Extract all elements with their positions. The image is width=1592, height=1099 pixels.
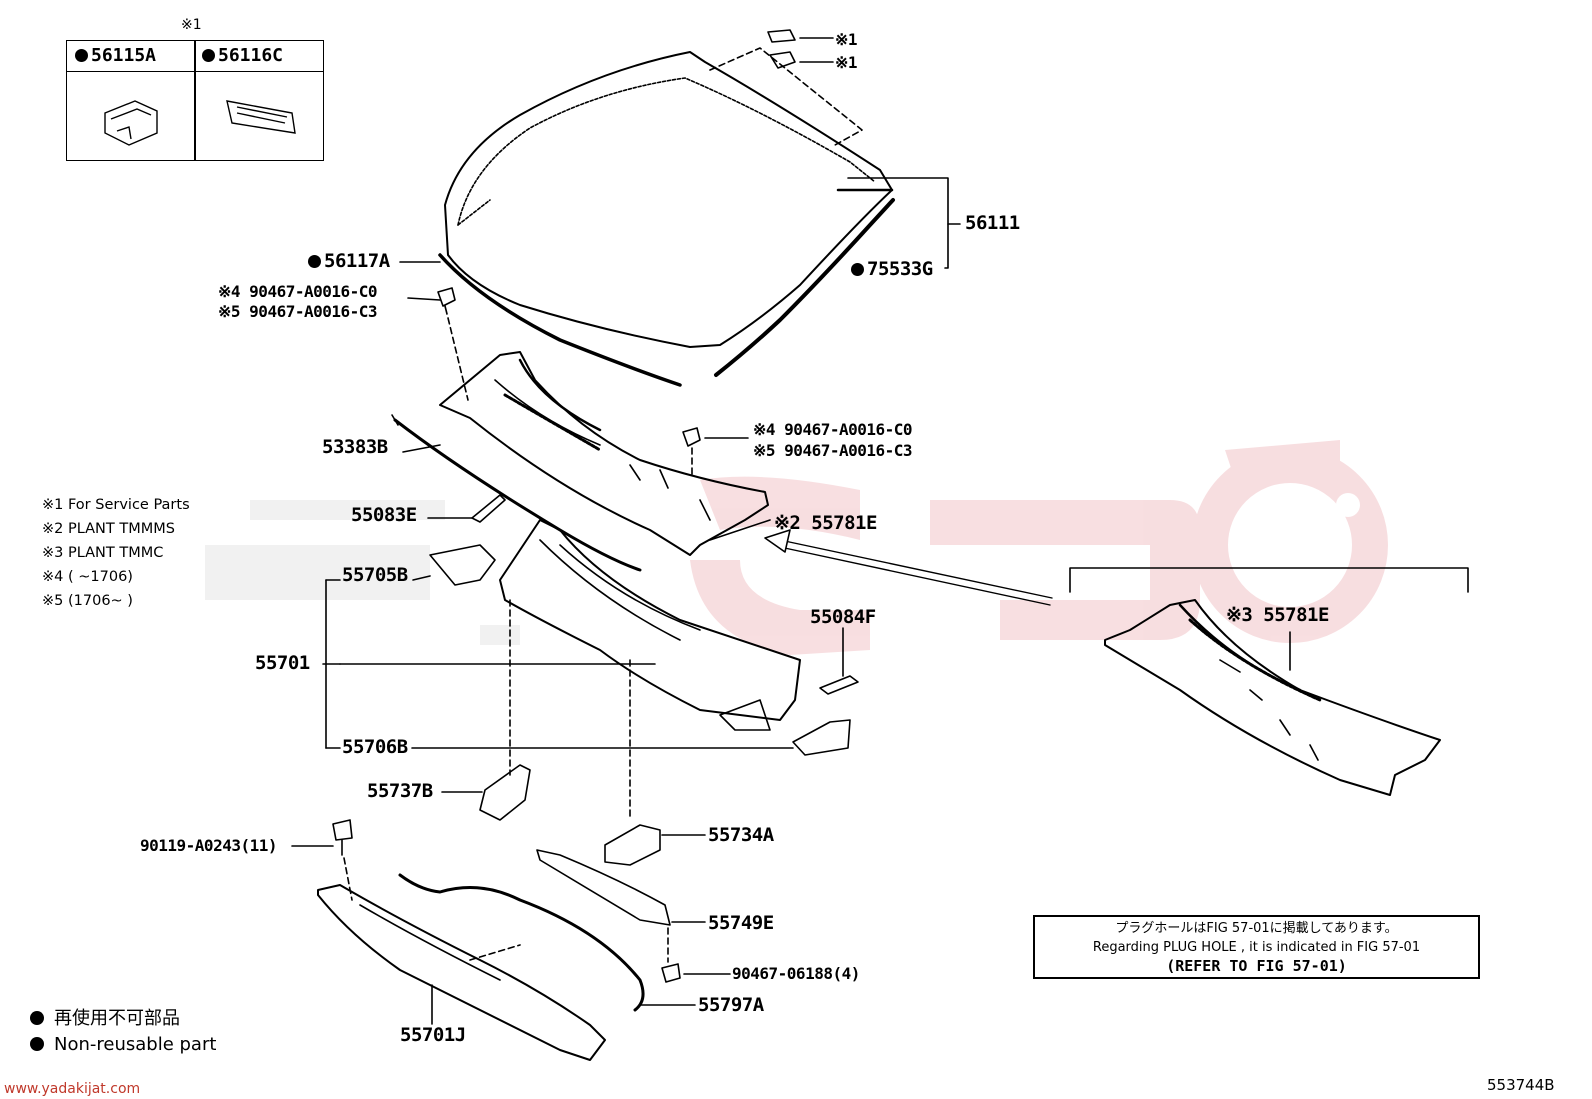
clip-a-mark: ※1 [835, 30, 858, 49]
non-reusable-dot-icon [308, 255, 321, 268]
clip-56116c-drawing [226, 100, 296, 134]
label-55701: 55701 [255, 652, 310, 674]
inset-col1-label: 56115A [91, 45, 157, 66]
label-55797a: 55797A [698, 994, 764, 1016]
inset-col2-label: 56116C [218, 45, 284, 66]
label-55083e: 55083E [351, 504, 417, 526]
figure-code: 553744B [1487, 1076, 1555, 1094]
non-reusable-dot-icon [75, 49, 88, 62]
reference-jp: プラグホールはFIG 57-01に掲載してあります。 [1115, 921, 1398, 936]
label-55734a: 55734A [708, 824, 774, 846]
label-55749e: 55749E [708, 912, 774, 934]
label-56117a-text: 56117A [324, 250, 390, 272]
note-4: ※4 ( ~1706) [42, 569, 133, 585]
label-53383b: 53383B [322, 436, 388, 458]
clip-90467-left [407, 287, 469, 401]
label-75533g: 75533G [851, 260, 933, 279]
reference-figure: (REFER TO FIG 57-01) [1166, 957, 1347, 975]
label-55706b: 55706B [342, 736, 408, 758]
clip-b-mark: ※1 [835, 53, 858, 72]
label-90467-c0-right: ※4 90467-A0016-C0 [753, 420, 913, 439]
clip-top [767, 29, 834, 69]
service-parts-inset: 56115A 56116C [66, 40, 324, 161]
legend-jp: 再使用不可部品 [30, 1010, 180, 1028]
cowl-louver [439, 351, 771, 556]
note-5: ※5 (1706~ ) [42, 593, 133, 609]
label-55084f: 55084F [810, 606, 876, 628]
label-75533g-text: 75533G [867, 258, 933, 280]
inset-note-mark: ※1 [181, 17, 202, 33]
clip-56115a-drawing [104, 100, 158, 146]
inset-part-drawings [104, 100, 296, 146]
label-56111: 56111 [965, 212, 1020, 234]
legend-en: Non-reusable part [30, 1036, 216, 1054]
note-1: ※1 For Service Parts [42, 497, 190, 513]
non-reusable-dot-icon [202, 49, 215, 62]
note-3: ※3 PLANT TMMC [42, 545, 164, 561]
label-55781e-tmmms: ※2 55781E [774, 512, 877, 534]
cowl-louver-alt [1104, 599, 1441, 796]
label-90467-c0-left: ※4 90467-A0016-C0 [218, 282, 378, 301]
reference-en: Regarding PLUG HOLE , it is indicated in… [1092, 940, 1421, 955]
windshield-glass [444, 51, 893, 348]
cowl-panel [429, 519, 801, 731]
note-2: ※2 PLANT TMMMS [42, 521, 175, 537]
label-55781e-tmmc: ※3 55781E [1226, 604, 1329, 626]
watermark-url: www.yadakijat.com [4, 1081, 141, 1097]
non-reusable-dot-icon [30, 1037, 44, 1051]
non-reusable-dot-icon [851, 263, 864, 276]
inset-col1: 56115A [75, 47, 156, 65]
plug-hole-reference-box: プラグホールはFIG 57-01に掲載してあります。 Regarding PLU… [1033, 915, 1480, 979]
label-90467-c3-left: ※5 90467-A0016-C3 [218, 302, 378, 321]
label-55701j: 55701J [400, 1024, 466, 1046]
non-reusable-dot-icon [30, 1011, 44, 1025]
inset-divider [194, 41, 196, 160]
label-90467-c3-right: ※5 90467-A0016-C3 [753, 441, 913, 460]
legend-en-text: Non-reusable part [54, 1034, 217, 1055]
label-90467-06188: 90467-06188(4) [732, 964, 860, 983]
label-56117a: 56117A [308, 252, 390, 271]
label-90119: 90119-A0243(11) [140, 836, 278, 855]
label-55705b: 55705B [342, 564, 408, 586]
legend-jp-text: 再使用不可部品 [54, 1008, 180, 1029]
label-55737b: 55737B [367, 780, 433, 802]
inset-col2: 56116C [202, 47, 283, 65]
clip-90467-right [682, 427, 749, 476]
